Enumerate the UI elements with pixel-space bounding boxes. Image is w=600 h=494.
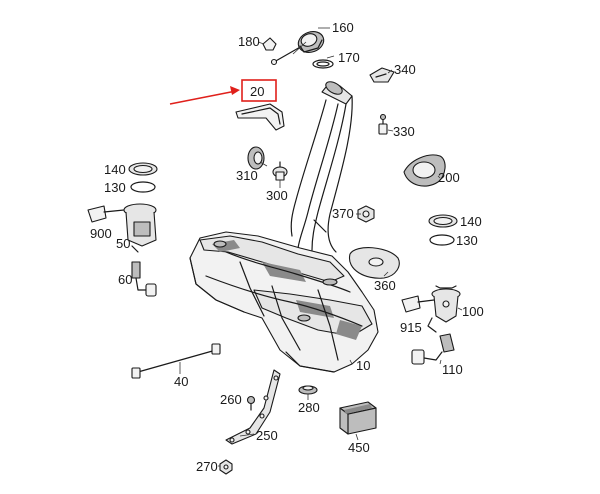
part-360-plate[interactable] (349, 247, 400, 279)
callout-140-left: 140 (104, 162, 126, 177)
callout-100: 100 (462, 304, 484, 319)
part-450-filter[interactable] (339, 401, 377, 435)
callout-280: 280 (298, 400, 320, 415)
part-260-bolt[interactable] (246, 395, 256, 411)
part-160-fuel-cap[interactable] (270, 28, 327, 66)
part-300-valve[interactable] (272, 161, 288, 181)
callout-180: 180 (238, 34, 260, 49)
callout-130-right: 130 (456, 233, 478, 248)
callout-250: 250 (256, 428, 278, 443)
highlight-arrowhead (230, 86, 240, 95)
callout-110: 110 (442, 362, 463, 377)
part-310-cap[interactable] (247, 146, 265, 170)
callout-300: 300 (266, 188, 288, 203)
part-110-level-sender[interactable] (411, 333, 455, 365)
callout-900: 900 (90, 226, 112, 241)
callout-50: 50 (116, 236, 130, 251)
callout-450: 450 (348, 440, 370, 455)
callout-260: 260 (220, 392, 242, 407)
callout-200: 200 (438, 170, 460, 185)
part-100-pump-module[interactable] (427, 285, 461, 333)
callout-170: 170 (338, 50, 360, 65)
callout-340: 340 (394, 62, 416, 77)
part-140-seal-left[interactable] (128, 162, 158, 176)
part-200-cover[interactable] (403, 154, 446, 187)
part-50-pump-module[interactable] (123, 203, 157, 253)
callout-140-right: 140 (460, 214, 482, 229)
callout-130-left: 130 (104, 180, 126, 195)
callout-20: 20 (250, 84, 264, 99)
part-340-flap[interactable] (369, 67, 395, 83)
callout-labels: 20 160 180 170 340 330 140 130 310 300 2… (90, 20, 484, 474)
part-915-connector[interactable] (401, 295, 435, 313)
part-280-grommet[interactable] (298, 385, 318, 395)
part-60-level-sender[interactable] (131, 261, 157, 297)
part-270-nut[interactable] (219, 459, 233, 475)
part-20-shield[interactable] (235, 103, 285, 131)
part-filler-neck[interactable] (290, 79, 353, 253)
callout-330: 330 (393, 124, 415, 139)
callout-10: 10 (356, 358, 370, 373)
callout-270: 270 (196, 459, 218, 474)
callout-370: 370 (332, 206, 354, 221)
highlight-annotation (169, 79, 277, 105)
part-180-clip[interactable] (257, 37, 277, 51)
part-130-oring-right[interactable] (429, 234, 455, 246)
part-40-cable[interactable] (131, 343, 221, 379)
callout-40: 40 (174, 374, 188, 389)
leader-lines (179, 27, 463, 467)
highlight-box (241, 79, 277, 102)
callout-310: 310 (236, 168, 258, 183)
highlight-arrow (169, 90, 237, 105)
callout-360: 360 (374, 278, 396, 293)
part-140-seal-right[interactable] (428, 214, 458, 228)
part-250-strap[interactable] (225, 369, 281, 445)
callout-60: 60 (118, 272, 132, 287)
part-900-connector[interactable] (87, 205, 125, 223)
part-10-fuel-tank[interactable] (189, 231, 379, 373)
callout-915: 915 (400, 320, 422, 335)
part-330-screw[interactable] (378, 113, 388, 135)
callout-160: 160 (332, 20, 354, 35)
part-370-nut[interactable] (357, 205, 375, 223)
part-130-oring-left[interactable] (130, 181, 156, 193)
part-170-seal-ring[interactable] (312, 59, 334, 69)
